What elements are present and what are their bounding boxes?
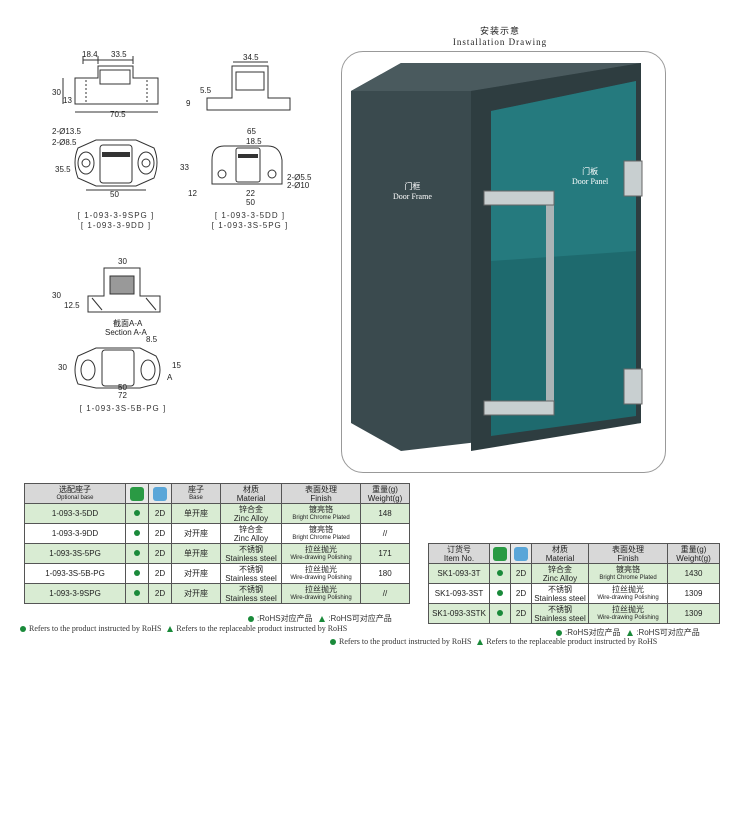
rohs-icon bbox=[493, 546, 507, 561]
hole-10: 2-Ø10 bbox=[287, 181, 310, 190]
dim-22: 22 bbox=[246, 189, 255, 198]
dim-35-5: 35.5 bbox=[55, 165, 71, 174]
section-cn: 截面A-A bbox=[113, 318, 143, 328]
drawing-1-top-view: 2-Ø13.5 2-Ø8.5 35.5 50 bbox=[52, 127, 158, 199]
rohs-dot bbox=[134, 590, 140, 596]
dim-12: 12 bbox=[188, 189, 197, 198]
rohs-dot-icon bbox=[330, 639, 336, 646]
dim-30-section: 30 bbox=[118, 257, 127, 266]
rohs-dot bbox=[134, 570, 140, 576]
rohs-triangle-icon bbox=[319, 615, 326, 622]
dim-50-c: 50 bbox=[118, 383, 127, 392]
rohs-triangle-icon bbox=[627, 629, 634, 636]
rohs-dot bbox=[497, 590, 503, 596]
dim-65: 65 bbox=[247, 127, 256, 136]
rohs-triangle-icon bbox=[167, 626, 174, 633]
caption-drawing-1: [ 1-093-3-9SPG ][ 1-093-3-9DD ] bbox=[77, 211, 155, 230]
hole-13-5: 2-Ø13.5 bbox=[52, 127, 81, 136]
legend-1-cn: :RoHS对应产品 :RoHS可对应产品 bbox=[248, 613, 392, 624]
dim-13: 13 bbox=[63, 96, 72, 105]
handle-bar bbox=[483, 190, 555, 416]
drawing-3-top-view: 8.5 30 15 A 50 72 bbox=[58, 335, 181, 400]
dim-70-5: 70.5 bbox=[110, 110, 126, 119]
cad-file-icon bbox=[514, 546, 528, 561]
rohs-dot bbox=[134, 550, 140, 556]
dim-12-5: 12.5 bbox=[64, 301, 80, 310]
rohs-dot-icon bbox=[248, 615, 254, 622]
drawing-3-section-view: 30 30 12.5 截面A-A Section A-A bbox=[52, 257, 161, 337]
rohs-dot bbox=[134, 530, 140, 536]
caption-drawing-3: [ 1-093-3S-5B-PG ] bbox=[79, 404, 167, 413]
dim-18-5: 18.5 bbox=[246, 137, 262, 146]
dim-15: 15 bbox=[172, 361, 181, 370]
dim-30-side: 30 bbox=[58, 363, 67, 372]
drawing-2-top-view: 65 18.5 33 2-Ø5.5 2-Ø10 12 22 50 bbox=[180, 127, 312, 207]
rohs-dot bbox=[134, 510, 140, 516]
cad-file-icon bbox=[153, 486, 167, 501]
dim-33-5: 33.5 bbox=[111, 50, 127, 59]
dim-72: 72 bbox=[118, 391, 127, 400]
installation-title: 安装示意 Installation Drawing bbox=[452, 26, 548, 47]
hole-5-5: 2-Ø5.5 bbox=[287, 173, 312, 182]
dim-34-5: 34.5 bbox=[243, 53, 259, 62]
drawing-2-front-view: 34.5 5.5 9 bbox=[186, 53, 291, 111]
dim-5-5: 5.5 bbox=[200, 86, 212, 95]
hole-8-5: 2-Ø8.5 bbox=[52, 138, 77, 147]
rohs-dot-icon bbox=[556, 629, 562, 636]
dim-50-b: 50 bbox=[246, 198, 255, 207]
section-mark-a: A bbox=[167, 373, 173, 382]
rohs-dot bbox=[497, 570, 503, 576]
legend-2-cn: :RoHS对应产品 :RoHS可对应产品 bbox=[556, 627, 700, 638]
cabinet-illustration bbox=[351, 63, 643, 451]
rohs-icon bbox=[130, 486, 144, 501]
dim-30-h: 30 bbox=[52, 291, 61, 300]
hinges bbox=[623, 160, 643, 405]
dim-33: 33 bbox=[180, 163, 189, 172]
legend-1-en: Refers to the product instructed by RoHS… bbox=[20, 624, 347, 633]
rohs-dot-icon bbox=[20, 626, 26, 633]
section-en: Section A-A bbox=[105, 328, 147, 337]
technical-drawings: 18.4 33.5 30 13 70.5 2-Ø13.5 2-Ø8.5 35.5… bbox=[52, 50, 312, 400]
legend-2-en: Refers to the product instructed by RoHS… bbox=[330, 637, 657, 646]
drawing-1-front-view: 18.4 33.5 30 13 70.5 bbox=[52, 50, 159, 119]
caption-drawing-2: [ 1-093-3-5DD ][ 1-093-3S-5PG ] bbox=[211, 211, 289, 230]
rohs-triangle-icon bbox=[477, 639, 484, 646]
dim-18-4: 18.4 bbox=[82, 50, 98, 59]
dim-9: 9 bbox=[186, 99, 191, 108]
dim-30: 30 bbox=[52, 88, 61, 97]
dim-8-5: 8.5 bbox=[146, 335, 158, 344]
dim-50-a: 50 bbox=[110, 190, 119, 199]
rohs-dot bbox=[497, 610, 503, 616]
